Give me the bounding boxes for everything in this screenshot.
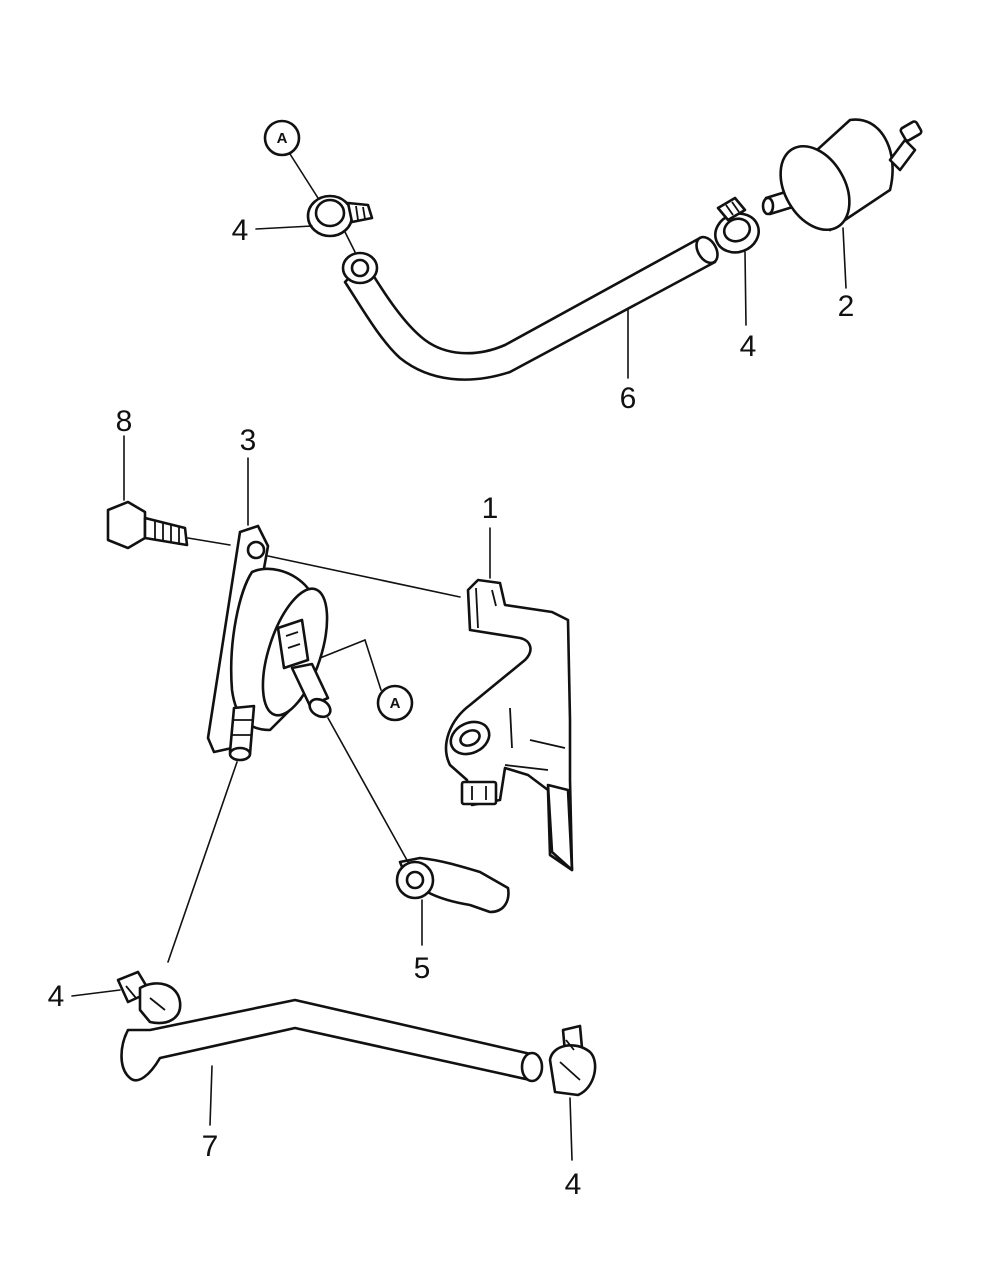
reference-marker-a-pump: A (376, 684, 414, 722)
callout-part-4-lower-left: 4 (48, 980, 65, 1013)
callout-part-3: 3 (240, 424, 257, 457)
callout-numbers: 1 2 3 4 4 4 4 5 6 7 8 (48, 214, 855, 1201)
hose-part-6 (341, 235, 719, 381)
reference-label: A (277, 130, 288, 147)
hose-clamp-top-right (714, 196, 760, 254)
hose-clamp-lower-left (116, 970, 182, 1025)
leader-lines-top (255, 153, 847, 379)
hose-clamp-lower-right (548, 1024, 597, 1097)
callout-part-2: 2 (838, 290, 855, 323)
fuel-filter-part-2 (761, 118, 923, 232)
callout-part-4-lower-right: 4 (565, 1168, 582, 1201)
hose-part-5 (395, 856, 510, 914)
callout-part-1: 1 (482, 492, 499, 525)
hose-part-7 (120, 998, 544, 1083)
reference-marker-a-top: A (263, 119, 301, 157)
callout-part-4-top-left: 4 (232, 214, 249, 247)
reference-label: A (390, 695, 401, 712)
callout-part-5: 5 (414, 952, 431, 985)
fuel-pump-part-3 (206, 524, 332, 762)
callout-part-7: 7 (202, 1130, 219, 1163)
leader-lines-pump (71, 435, 573, 1161)
callout-part-6: 6 (620, 382, 637, 415)
hose-clamp-top-left (306, 194, 374, 238)
callout-part-4-top-right: 4 (740, 330, 757, 363)
bolt-part-8 (106, 500, 189, 550)
callout-part-8: 8 (116, 405, 133, 438)
bracket-part-1 (444, 578, 574, 872)
